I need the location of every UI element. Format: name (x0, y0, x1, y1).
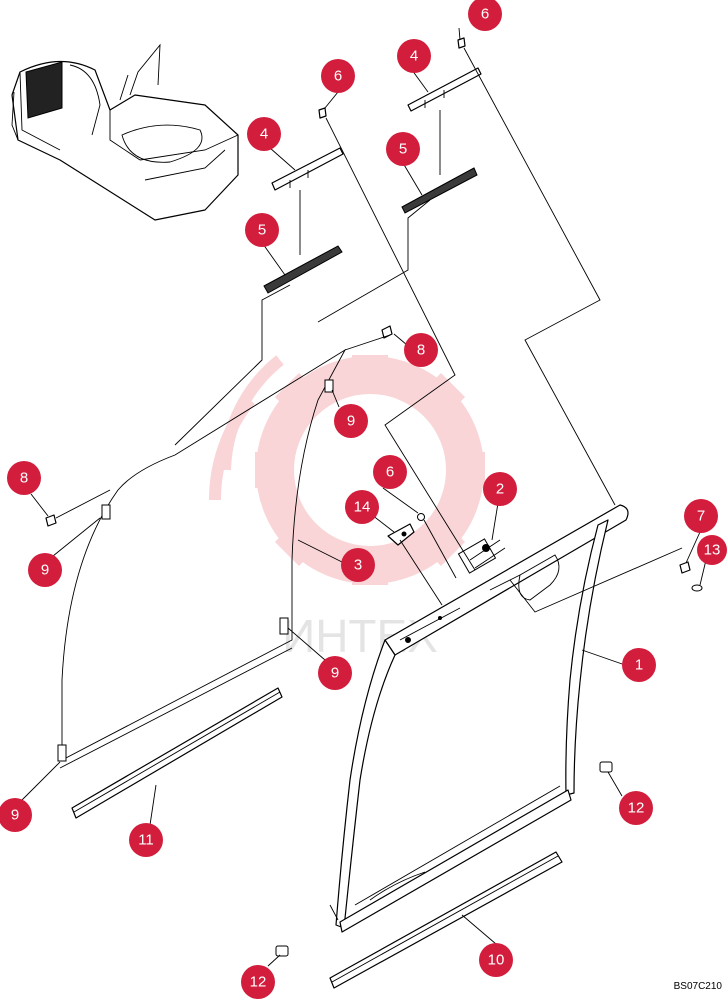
svg-text:4: 4 (410, 48, 418, 65)
svg-text:12: 12 (250, 974, 267, 991)
svg-text:9: 9 (347, 413, 355, 430)
svg-text:14: 14 (354, 499, 371, 516)
callout-6-mid: 6 (321, 59, 355, 93)
callout-9-bottom: 9 (0, 798, 32, 832)
rail-upper-left (271, 147, 344, 191)
screw-8-lower (45, 514, 57, 527)
bumper-12-left (275, 945, 289, 957)
screw-6-mid (318, 107, 327, 119)
callout-8-left: 8 (7, 461, 41, 495)
cab-overview-thumbnail (11, 43, 239, 221)
callout-12-left: 12 (241, 965, 275, 999)
callout-7: 7 (684, 499, 718, 533)
svg-text:5: 5 (399, 141, 407, 158)
pin-13 (691, 584, 703, 592)
svg-text:9: 9 (11, 807, 19, 824)
svg-text:4: 4 (260, 126, 268, 143)
callout-4-right: 4 (397, 39, 431, 73)
callout-3: 3 (341, 548, 375, 582)
callout-10: 10 (479, 943, 513, 977)
svg-text:12: 12 (628, 800, 645, 817)
bracket (387, 523, 415, 546)
callout-9-mid: 9 (318, 656, 352, 690)
svg-text:2: 2 (496, 481, 504, 498)
callout-9-left: 9 (28, 553, 62, 587)
callout-6-lower: 6 (373, 455, 407, 489)
callout-11: 11 (129, 823, 163, 857)
rail-upper-right (407, 67, 482, 112)
reference-code: BS07C210 (673, 981, 722, 992)
glass-panel (57, 348, 347, 769)
svg-text:6: 6 (481, 6, 489, 23)
seal-right (401, 167, 478, 214)
svg-text:3: 3 (354, 557, 362, 574)
svg-text:10: 10 (488, 952, 505, 969)
callout-5-right: 5 (386, 132, 420, 166)
svg-text:9: 9 (331, 665, 339, 682)
svg-text:5: 5 (258, 222, 266, 239)
callout-12-right: 12 (619, 791, 653, 825)
svg-text:8: 8 (20, 470, 28, 487)
lower-seal-strip-left (71, 687, 283, 819)
callout-14: 14 (345, 490, 379, 524)
callout-2: 2 (483, 472, 517, 506)
callout-13: 13 (697, 535, 727, 565)
svg-text:11: 11 (138, 832, 154, 849)
svg-text:8: 8 (417, 342, 425, 359)
svg-text:9: 9 (41, 562, 49, 579)
lower-seal-strip-right (329, 851, 563, 989)
svg-text:1: 1 (635, 657, 643, 674)
assembly-lines (55, 47, 683, 613)
screw-6-lower (417, 513, 425, 521)
callout-1: 1 (622, 648, 656, 682)
seal-left (263, 245, 343, 294)
callout-6-top: 6 (468, 0, 502, 31)
callout-9-top: 9 (334, 404, 368, 438)
door-frame (329, 504, 629, 933)
callout-4-left: 4 (247, 117, 281, 151)
bumper-12-right (599, 761, 613, 773)
svg-text:6: 6 (334, 68, 342, 85)
callout-pointers (21, 27, 707, 967)
callout-5-left: 5 (245, 213, 279, 247)
bolt-7 (679, 561, 691, 574)
svg-text:13: 13 (704, 542, 721, 559)
door-latch (457, 538, 506, 574)
svg-text:6: 6 (386, 464, 394, 481)
svg-text:7: 7 (697, 508, 705, 525)
screw-6-top (457, 37, 466, 49)
callout-8-right: 8 (404, 333, 438, 367)
